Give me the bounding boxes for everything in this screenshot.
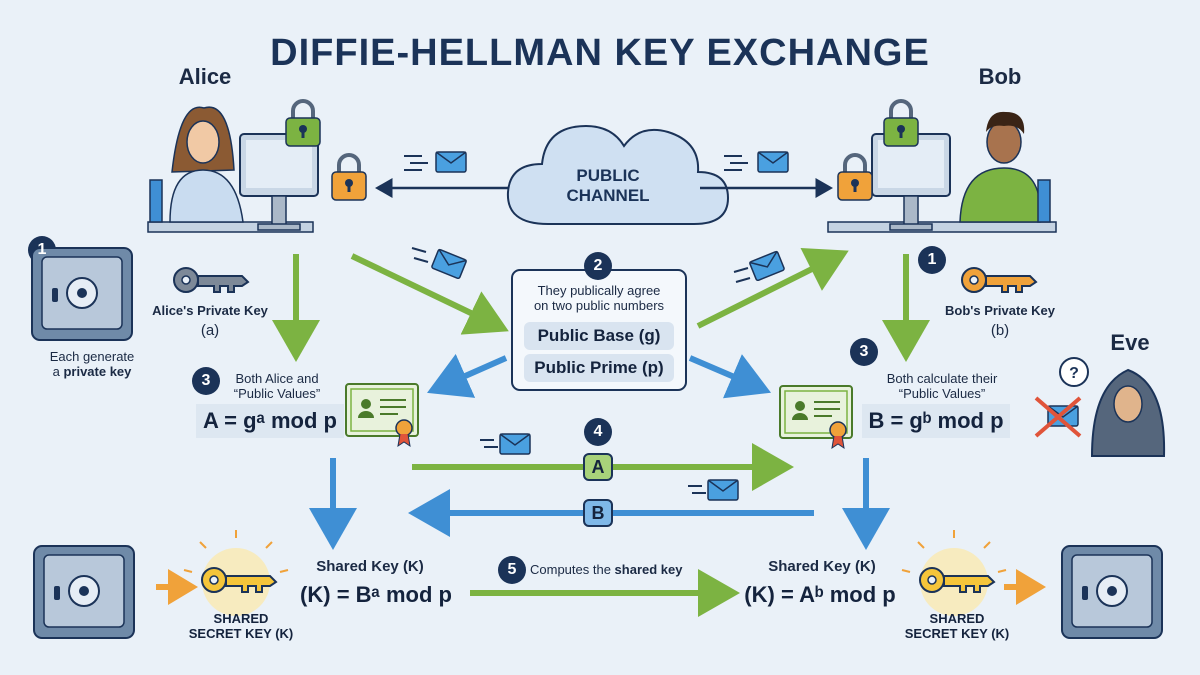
each-generate-prefix: a (52, 363, 64, 379)
value-b-pill (583, 499, 613, 527)
value-b-label: B (591, 503, 605, 523)
eve-hooded-figure-icon (1090, 368, 1166, 457)
step-2-number: 2 (593, 257, 603, 274)
alice-shared-secret-label: SHARED SECRET KEY (K) (176, 611, 306, 642)
step-1-right-number: 1 (927, 251, 937, 268)
alice-private-key-icon (173, 267, 249, 293)
bob-public-value-bg (862, 404, 1010, 438)
step-5-number: 5 (507, 561, 517, 578)
bob-private-key-title: Bob's Private Key (944, 303, 1056, 318)
alice-certificate-icon (345, 383, 419, 447)
computes-prefix: Computes the (530, 562, 615, 577)
exchange-a-envelope-icon (480, 433, 531, 455)
alice-shared-key-formula: (K) = Bᵃ mod p (300, 582, 452, 607)
alice-to-public-arrow (350, 253, 509, 335)
bob-shared-line1: SHARED (929, 611, 985, 626)
bob-orange-padlock-icon (836, 153, 874, 202)
step-3-left-line2: “Public Values” (233, 385, 321, 401)
step-1-left-number: 1 (37, 241, 47, 258)
bob-private-key-var: (b) (990, 322, 1010, 339)
alice-shared-line2: SECRET KEY (K) (188, 625, 294, 641)
step-5-badge (498, 556, 526, 584)
actor-bob: Bob (978, 64, 1022, 89)
public-channel-line2: CHANNEL (566, 185, 650, 205)
bob-green-padlock-icon (882, 99, 920, 148)
alice-private-safe-icon (31, 247, 133, 341)
public-prime-value: Public Prime (p) (524, 354, 674, 382)
exchange-b-envelope-icon (688, 479, 739, 501)
step-4-number: 4 (593, 423, 603, 440)
step-2-line2: on two public numbers (533, 297, 665, 313)
public-base-value: Public Base (g) (524, 322, 674, 350)
actor-eve: Eve (1110, 330, 1150, 355)
each-generate-line1: Each generate (49, 349, 135, 364)
bob-private-key-icon (961, 267, 1037, 293)
alice-workstation (147, 99, 368, 233)
step-1-right-badge (918, 246, 946, 274)
public-channel-label: PUBLIC CHANNEL (548, 166, 668, 205)
computes-shared-key-label: Computes the shared key (530, 562, 710, 578)
box-to-bob-value-arrow (688, 354, 772, 399)
step-3-right-badge (850, 338, 878, 366)
value-a-pill (583, 453, 613, 481)
mid-left-envelope-icon (411, 247, 468, 280)
bob-public-value-formula: B = gᵇ mod p (868, 408, 1004, 433)
alice-public-value-formula: A = gᵃ mod p (203, 408, 337, 433)
mid-right-envelope-icon (733, 250, 786, 283)
alice-orange-padlock-icon (330, 153, 368, 202)
alice-channel-envelope-icon (404, 151, 467, 173)
bob-avatar-icon (959, 111, 1042, 223)
bob-shared-key-glow-icon (901, 530, 1007, 616)
bob-shared-line2: SECRET KEY (K) (904, 625, 1010, 641)
bob-shared-secret-label: SHARED SECRET KEY (K) (892, 611, 1022, 642)
each-generate-bold: private key (63, 363, 132, 379)
step-3-right-number: 3 (859, 343, 869, 360)
step-3-left-number: 3 (201, 372, 211, 389)
step-4-badge (584, 418, 612, 446)
computes-bold: shared key (614, 562, 683, 577)
bob-shared-safe-icon (1061, 545, 1163, 639)
alice-shared-safe-icon (33, 545, 135, 639)
step-3-left-line1: Both Alice and (235, 371, 319, 386)
svg-text:?: ? (1069, 365, 1079, 382)
actor-alice: Alice (178, 64, 232, 89)
bob-workstation (827, 99, 1057, 233)
step-3-right-line2: “Public Values” (898, 385, 986, 401)
alice-avatar-icon (169, 106, 244, 223)
step-2-line1: They publically agree (537, 283, 661, 298)
alice-private-key-var: (a) (200, 322, 220, 339)
bob-certificate-icon (779, 385, 853, 449)
value-a-label: A (591, 457, 605, 477)
alice-shared-key-glow-icon (183, 530, 289, 616)
alice-public-value-bg (196, 404, 344, 438)
page-title: DIFFIE-HELLMAN KEY EXCHANGE (270, 32, 930, 74)
eve-question-bubble-icon: ? (1059, 357, 1089, 387)
each-generate-label: Each generate a private key (22, 349, 162, 380)
step-3-right-description: Both calculate their “Public Values” (872, 371, 1012, 402)
step-2-badge (584, 252, 612, 280)
bob-shared-key-formula: (K) = Aᵇ mod p (744, 582, 896, 607)
step-3-left-badge (192, 367, 220, 395)
bob-channel-envelope-icon (724, 151, 789, 173)
step-2-description: They publically agree on two public numb… (516, 283, 682, 314)
alice-private-key-title: Alice's Private Key (152, 303, 268, 318)
public-channel-line1: PUBLIC (576, 166, 640, 185)
public-to-bob-arrow (696, 247, 849, 329)
alice-shared-line1: SHARED (213, 611, 269, 626)
eve-crossed-envelope-icon (1034, 396, 1082, 438)
step-3-right-line1: Both calculate their (886, 371, 998, 386)
bob-monitor-icon (871, 133, 951, 231)
alice-shared-key-title: Shared Key (K) (316, 558, 424, 575)
bob-shared-key-title: Shared Key (K) (768, 558, 876, 575)
alice-monitor-icon (239, 133, 319, 231)
box-to-alice-value-arrow (427, 353, 508, 398)
alice-green-padlock-icon (284, 99, 322, 148)
step-3-left-description: Both Alice and “Public Values” (222, 371, 332, 402)
